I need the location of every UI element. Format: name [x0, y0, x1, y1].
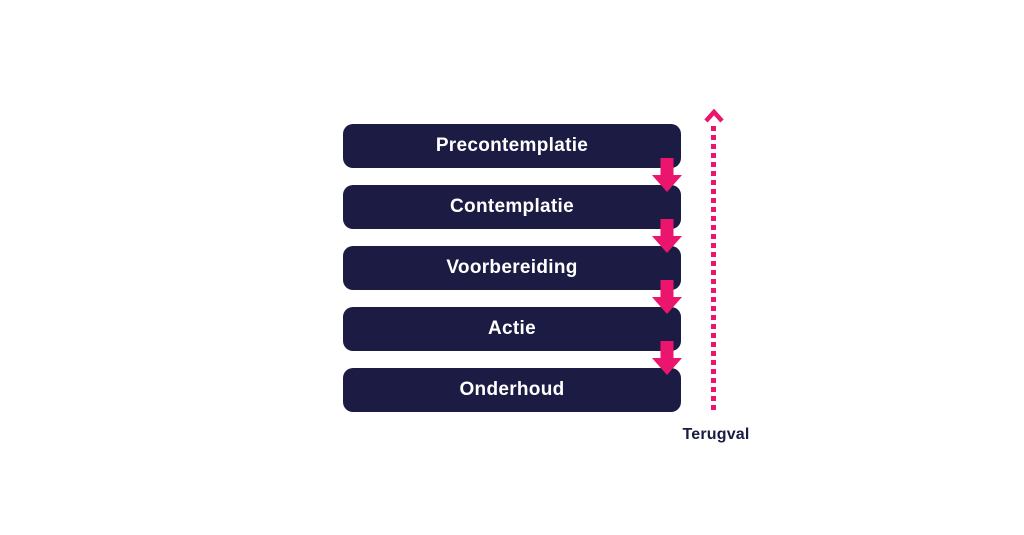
arrow-down-icon [652, 219, 682, 253]
arrow-down-icon [652, 280, 682, 314]
stage-label: Contemplatie [450, 196, 574, 217]
stage-box-onderhoud: Onderhoud [343, 368, 681, 412]
relapse-dotted-line [711, 126, 716, 412]
stage-box-precontemplatie: Precontemplatie [343, 124, 681, 168]
relapse-label: Terugval [682, 426, 750, 443]
stage-label: Voorbereiding [446, 257, 578, 278]
arrow-down-icon [652, 341, 682, 375]
stage-label: Precontemplatie [435, 135, 589, 156]
arrow-down-icon [652, 158, 682, 192]
arrow-up-icon [704, 109, 724, 123]
stage-box-contemplatie: Contemplatie [343, 185, 681, 229]
stage-box-actie: Actie [343, 307, 681, 351]
stage-box-voorbereiding: Voorbereiding [343, 246, 681, 290]
stage-label: Actie [488, 318, 536, 339]
stage-label: Onderhoud [459, 379, 565, 400]
